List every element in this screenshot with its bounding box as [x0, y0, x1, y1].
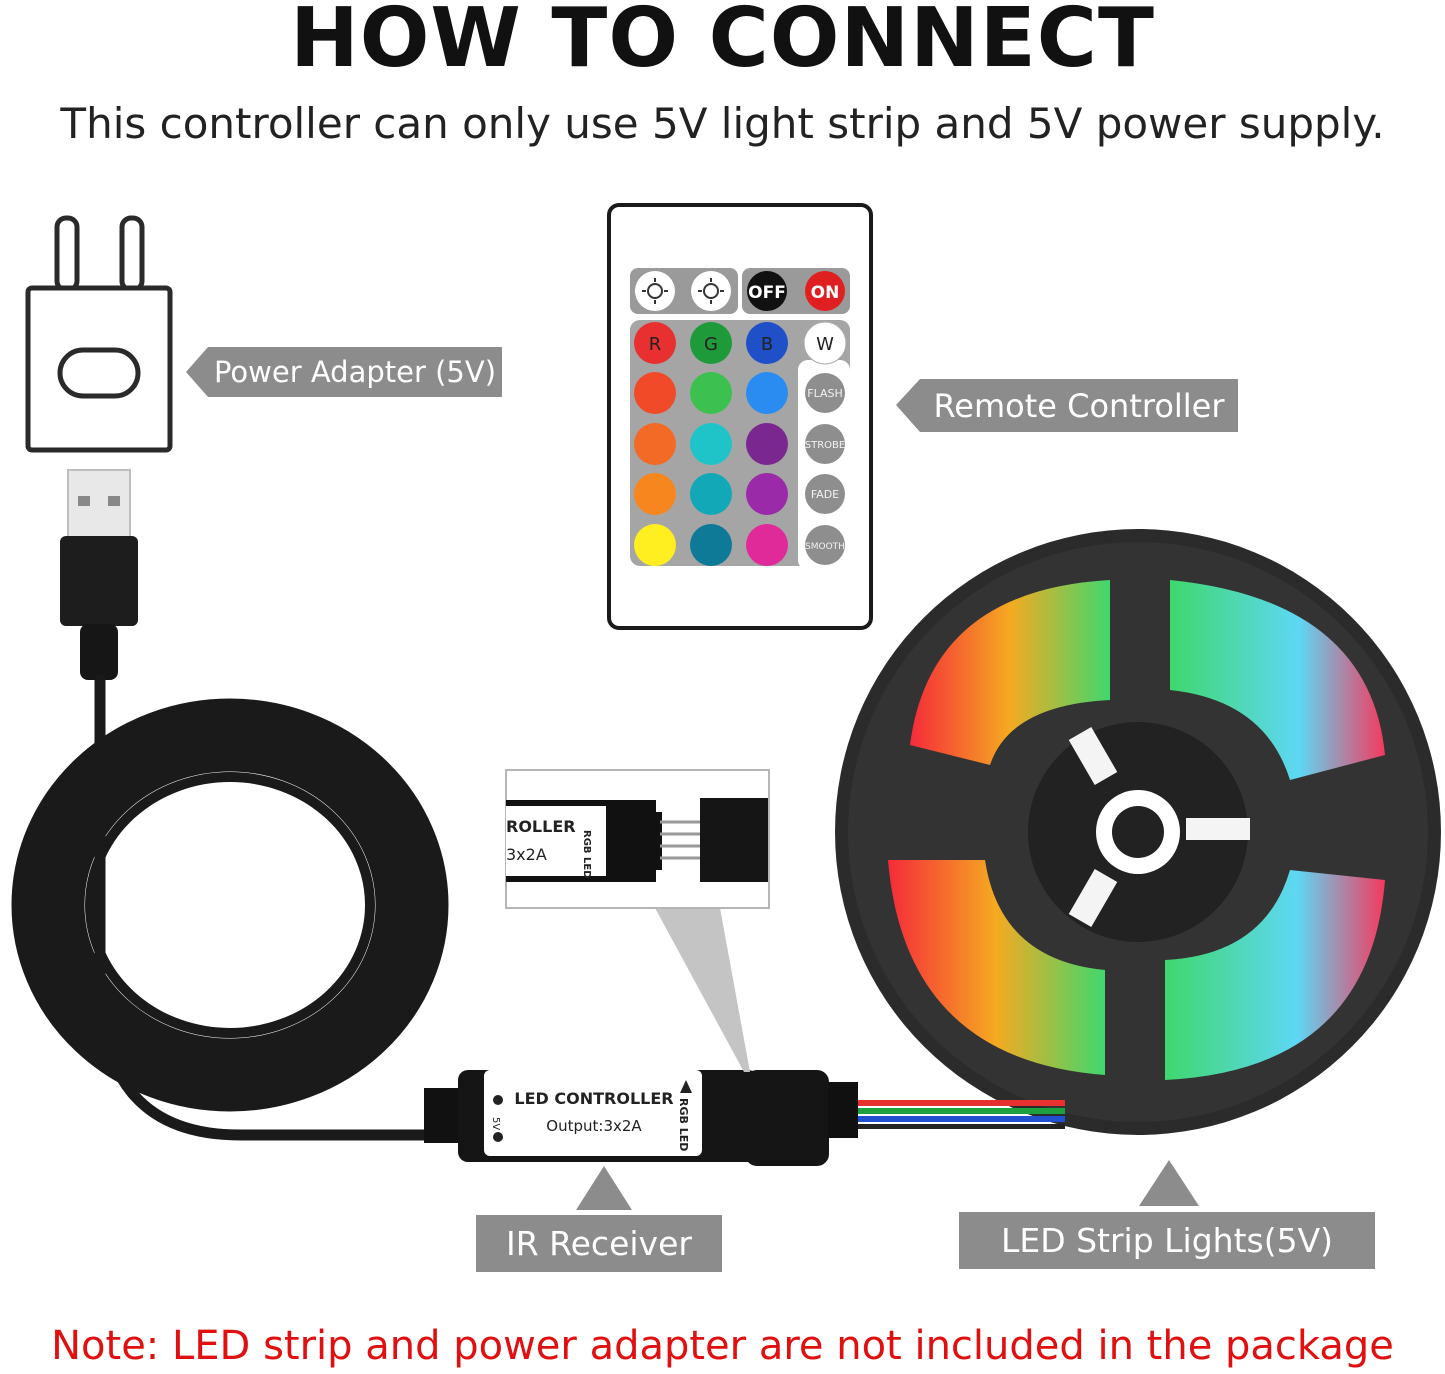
brightness-up-icon [642, 278, 668, 304]
power-adapter-icon [25, 215, 173, 453]
remote-smooth-label: SMOOTH [805, 542, 845, 552]
remote-on-label: ON [811, 283, 840, 303]
usb-plug-icon [60, 469, 138, 680]
remote-strobe-label: STROBE [805, 440, 845, 451]
remote-fade-label: FADE [811, 488, 839, 501]
controller-output: Output:3x2A [546, 1117, 642, 1135]
zoom-controller-output: 3x2A [506, 845, 547, 864]
remote-b-label: B [761, 334, 773, 355]
remote-w-label: W [816, 334, 834, 355]
ir-label-arrow [576, 1166, 632, 1210]
page-title: HOW TO CONNECT [290, 0, 1155, 86]
led-controller: LED CONTROLLER Output:3x2A 5V RGB LED [424, 1070, 858, 1166]
strip-label-arrow [1139, 1160, 1199, 1206]
remote-r-label: R [649, 334, 662, 355]
power-label-arrow [186, 347, 208, 397]
brightness-down-icon [698, 278, 724, 304]
zoom-side-label: RGB LED [581, 830, 592, 879]
remote-label-arrow [896, 379, 920, 432]
page-subtitle: This controller can only use 5V light st… [60, 99, 1385, 148]
remote-g-label: G [704, 334, 718, 355]
remote-flash-label: FLASH [807, 387, 843, 400]
led-strip-reel [835, 529, 1441, 1135]
remote-controller-label: Remote Controller [920, 379, 1238, 432]
package-note: Note: LED strip and power adapter are no… [51, 1323, 1394, 1369]
zoom-controller-title: ROLLER [506, 817, 576, 836]
rgb-wires [855, 1100, 1065, 1129]
controller-side-label: RGB LED [677, 1098, 690, 1151]
ir-receiver-label: IR Receiver [476, 1215, 722, 1272]
usb-cable [11, 674, 456, 1141]
controller-title: LED CONTROLLER [514, 1089, 673, 1108]
controller-volt: 5V [490, 1117, 501, 1130]
led-strip-label: LED Strip Lights(5V) [959, 1212, 1375, 1269]
remote-controller: OFF ON R G B W FLASH STROBE FADE SMOOTH [607, 203, 873, 630]
connector-zoom-callout: ROLLER 3x2A RGB LED [505, 769, 770, 1072]
power-adapter-label: Power Adapter (5V) [208, 347, 502, 397]
remote-off-label: OFF [748, 283, 786, 303]
